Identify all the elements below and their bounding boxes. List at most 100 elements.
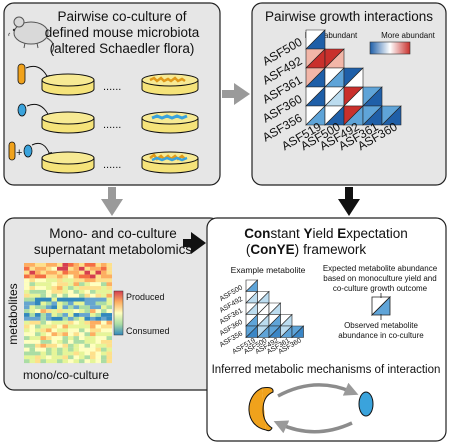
metabolomics-cell (68, 336, 74, 340)
metabolomics-cell (24, 347, 30, 352)
petri-dish (41, 151, 95, 174)
panel-metabolomics-title-1: Mono- and co-culture (49, 226, 177, 241)
abundance-legend: Less abundant More abundant (305, 31, 436, 55)
metabolomics-cell (79, 351, 85, 356)
metabolomics-cell (95, 274, 101, 279)
metabolomics-cell (62, 305, 68, 310)
metabolomics-cell (84, 359, 90, 364)
interaction-heatmap (305, 29, 402, 126)
petri-dish (41, 111, 95, 134)
metabolomics-cell (51, 343, 57, 348)
metabolomics-cell (95, 328, 101, 333)
legend-consumed: Consumed (126, 326, 170, 336)
metabolomics-cell (40, 274, 46, 279)
metabolomics-cell (62, 289, 68, 294)
metabolomics-cell (57, 266, 63, 271)
heatmap-cell-lower (381, 105, 402, 126)
metabolomics-cell (24, 340, 30, 344)
metabolomics-cell (101, 270, 107, 275)
metabolomics-cell (51, 274, 57, 279)
metabolomics-cell (106, 324, 112, 329)
metabolomics-cell (106, 313, 112, 317)
metabolomics-cell (46, 320, 52, 325)
metabolomics-cell (95, 351, 101, 356)
metabolomics-cell (24, 301, 30, 306)
metabolomics-cell (106, 305, 112, 310)
metabolomics-cell (106, 340, 112, 344)
metabolomics-cell (51, 297, 57, 302)
legend-more-abundant: More abundant (381, 31, 436, 40)
metabolomics-cell (79, 332, 85, 337)
metabolomics-cell (79, 336, 85, 340)
metabolomics-cell (24, 282, 30, 287)
metabolomics-cell (35, 278, 41, 283)
metabolomics-cell (95, 266, 101, 271)
produced-consumed-legend: Produced Consumed (113, 290, 170, 336)
metabolomics-cell (101, 343, 107, 348)
cycle-arrow-top (277, 382, 359, 398)
metabolomics-cell (84, 336, 90, 340)
legend-gradient-bar (369, 41, 411, 55)
metabolomics-cell (57, 324, 63, 329)
metabolomics-cell (84, 305, 90, 310)
metabolomics-cell (90, 316, 96, 321)
metabolomics-cell (40, 313, 46, 317)
metabolomics-cell (101, 359, 107, 364)
panel-coculture-title-2: defined mouse microbiota (45, 25, 200, 40)
metabolomics-cell (57, 263, 63, 267)
metabolomics-cell (73, 336, 79, 340)
metabolomics-cell (101, 278, 107, 283)
metabolomics-cell (29, 359, 35, 364)
inoculation-arrow (25, 65, 49, 79)
metabolomics-cell (51, 324, 57, 329)
metabolomics-cell (62, 351, 68, 356)
metabolomics-cell (40, 359, 46, 364)
metabolomics-cell (35, 355, 41, 360)
metabolomics-cell (57, 340, 63, 344)
metabolomics-cell (57, 301, 63, 306)
metabolomics-cell (95, 263, 101, 267)
metabolomics-cell (101, 293, 107, 298)
metabolomics-cell (40, 301, 46, 306)
metabolomics-cell (62, 347, 68, 352)
metabolomics-cell (57, 289, 63, 294)
interaction-cycle (248, 382, 374, 434)
metabolomics-cell (106, 286, 112, 290)
metabolomics-cell (84, 297, 90, 302)
metabolomics-cell (68, 351, 74, 356)
metabolomics-cell (51, 293, 57, 298)
metabolomics-cell (79, 274, 85, 279)
metabolomics-cell (101, 324, 107, 329)
metabolomics-cell (68, 340, 74, 344)
metabolomics-cell (57, 316, 63, 321)
legend-produced: Produced (126, 292, 165, 302)
metabolomics-cell (51, 278, 57, 283)
metabolomics-cell (106, 278, 112, 283)
panel-conye: Constant Yield Expectation (ConYE)framew… (206, 217, 447, 442)
metabolomics-cell (79, 286, 85, 290)
metabolomics-cell (101, 355, 107, 360)
metabolomics-cell (24, 355, 30, 360)
metabolomics-cell (84, 270, 90, 275)
observed-text-2: abundance in co-culture (338, 331, 424, 340)
observed-text-1: Observed metabolite (344, 321, 418, 330)
metabolomics-cell (95, 305, 101, 310)
metabolomics-cell (57, 282, 63, 287)
metabolomics-cell (35, 309, 41, 314)
metabolomics-cell (46, 332, 52, 337)
metabolomics-cell (84, 266, 90, 271)
metabolomics-cell (29, 263, 35, 267)
metabolomics-cell (95, 270, 101, 275)
arrow-to-growth (222, 83, 250, 105)
metabolomics-cell (79, 313, 85, 317)
metabolomics-cell (46, 343, 52, 348)
panel-growth-title: Pairwise growth interactions (265, 9, 433, 24)
metabolomics-cell (95, 343, 101, 348)
metabolomics-cell (90, 289, 96, 294)
metabolomics-cell (40, 340, 46, 344)
metabolomics-cell (57, 351, 63, 356)
metabolomics-cell (95, 309, 101, 314)
metabolomics-cell (79, 266, 85, 271)
metabolomics-cell (51, 313, 57, 317)
metabolomics-cell (68, 305, 74, 310)
